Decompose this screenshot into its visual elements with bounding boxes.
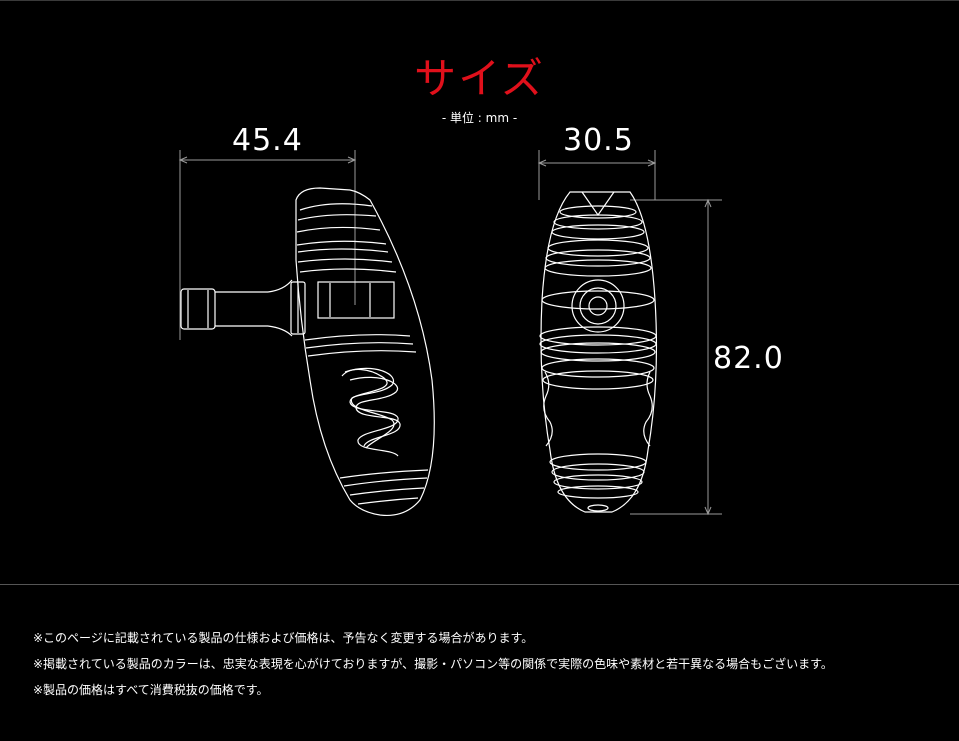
height-label: 82.0: [713, 341, 784, 376]
page-title: サイズ: [414, 54, 545, 103]
side-width-label: 45.4: [232, 123, 303, 158]
divider: [0, 584, 959, 585]
front-width-label: 30.5: [563, 123, 634, 158]
side-width-dimension: [178, 150, 357, 340]
height-dimension: [630, 198, 722, 516]
note-item: ※このページに記載されている製品の仕様および価格は、予告なく変更する場合がありま…: [33, 631, 534, 645]
notes: ※このページに記載されている製品の仕様および価格は、予告なく変更する場合がありま…: [33, 630, 833, 708]
unit-label: - 単位 : mm -: [441, 111, 518, 125]
note-item: ※製品の価格はすべて消費税抜の価格です。: [33, 683, 269, 697]
technical-drawing: [178, 150, 722, 517]
front-width-dimension: [537, 150, 657, 200]
top-rule: [0, 0, 959, 1]
note-item: ※掲載されている製品のカラーは、忠実な表現を心がけておりますが、撮影・パソコン等…: [33, 657, 833, 671]
front-view-knob: [539, 191, 658, 513]
side-view-knob: [180, 187, 435, 517]
